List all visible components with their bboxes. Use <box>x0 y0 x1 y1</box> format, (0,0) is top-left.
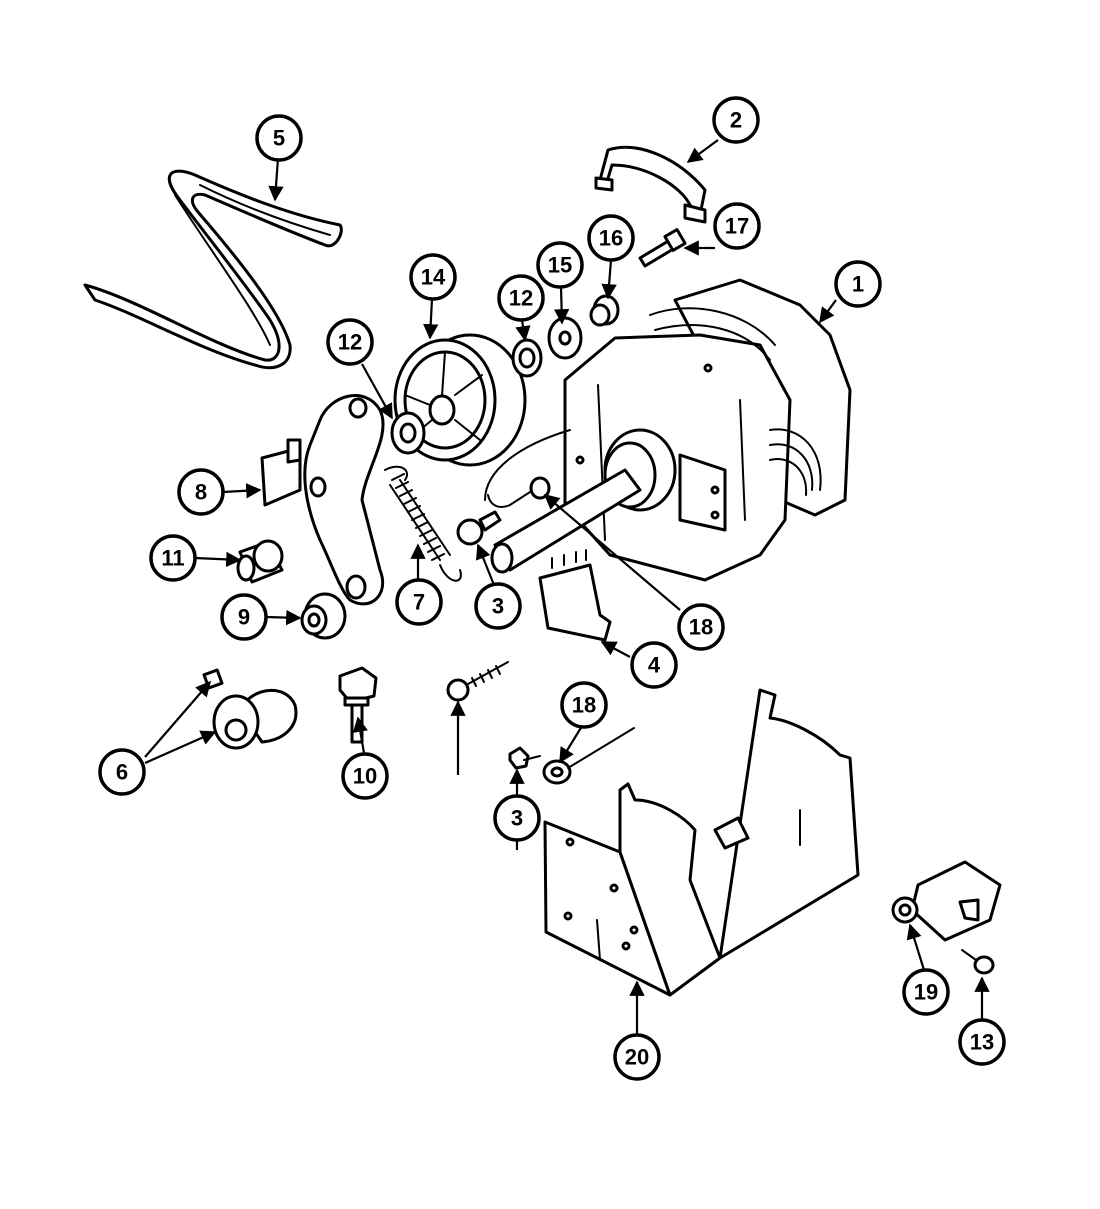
idler-bracket <box>260 394 385 606</box>
screw <box>508 746 541 770</box>
callout-label: 4 <box>648 653 661 678</box>
motor-base <box>543 688 860 997</box>
washer <box>511 338 543 378</box>
callout-label: 17 <box>725 214 749 239</box>
callout-label: 3 <box>492 594 504 619</box>
callout-label: 16 <box>599 226 623 251</box>
callout-label: 5 <box>273 126 285 151</box>
callout-label: 9 <box>238 605 250 630</box>
bolt <box>338 666 378 744</box>
callout-label: 11 <box>161 546 184 571</box>
spacer <box>300 592 347 640</box>
callout-15: 15 <box>536 241 584 289</box>
washer <box>390 411 426 455</box>
leader-lines <box>144 139 990 1035</box>
callout-13: 13 <box>958 1018 1006 1066</box>
callout-label: 18 <box>689 615 713 640</box>
callout-3: 3 <box>474 582 522 630</box>
mounting-screw <box>446 661 509 702</box>
motor-switch <box>538 549 612 642</box>
callout-20: 20 <box>613 1033 661 1081</box>
callout-label: 19 <box>914 980 938 1005</box>
motor-clamp <box>594 145 707 224</box>
ground-lug <box>542 727 635 785</box>
callout-18: 18 <box>560 681 608 729</box>
star-washer <box>547 316 583 360</box>
callout-2: 2 <box>712 96 760 144</box>
idler-pulley <box>212 688 298 750</box>
callout-12: 12 <box>497 274 545 322</box>
bushing <box>236 539 284 584</box>
callout-label: 12 <box>338 330 362 355</box>
callout-16: 16 <box>587 214 635 262</box>
callout-6: 6 <box>98 748 146 796</box>
callout-7: 7 <box>395 578 443 626</box>
ground-wire <box>484 429 571 508</box>
callout-label: 13 <box>970 1030 994 1055</box>
callout-label: 18 <box>572 693 596 718</box>
callout-4: 4 <box>630 641 678 689</box>
callout-label: 2 <box>730 108 742 133</box>
callout-label: 8 <box>195 480 207 505</box>
callout-18: 18 <box>677 603 725 651</box>
callout-12: 12 <box>326 318 374 366</box>
screw <box>456 510 502 546</box>
tension-spring <box>384 465 462 582</box>
callout-label: 6 <box>116 760 128 785</box>
callout-17: 17 <box>713 202 761 250</box>
callout-8: 8 <box>177 468 225 516</box>
callout-11: 11 <box>149 534 197 582</box>
callout-label: 1 <box>852 272 864 297</box>
callout-19: 19 <box>902 968 950 1016</box>
callout-label: 14 <box>421 265 446 290</box>
callout-label: 3 <box>511 806 523 831</box>
screw <box>638 228 687 268</box>
callout-5: 5 <box>255 114 303 162</box>
callout-10: 10 <box>341 752 389 800</box>
callout-14: 14 <box>409 253 457 301</box>
small-screw <box>961 949 995 975</box>
motor <box>490 278 852 582</box>
drive-belt <box>83 169 343 370</box>
callout-3: 3 <box>493 794 541 842</box>
callout-label: 7 <box>413 590 425 615</box>
grommet <box>589 294 620 327</box>
callout-label: 10 <box>353 764 377 789</box>
callout-label: 20 <box>625 1045 649 1070</box>
callout-label: 15 <box>548 253 572 278</box>
motor-capacitor <box>891 860 1002 942</box>
callout-9: 9 <box>220 593 268 641</box>
callout-label: 12 <box>509 286 533 311</box>
callout-1: 1 <box>834 260 882 308</box>
